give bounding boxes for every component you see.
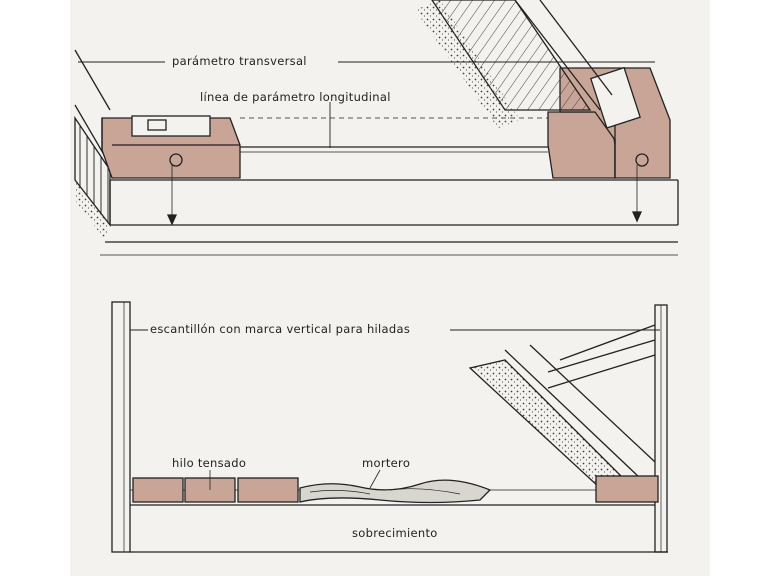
upper-right-edge [539, 0, 613, 96]
top-figure [74, 0, 679, 256]
label-longitudinal-parameter-line: línea de parámetro longitudinal [200, 90, 391, 104]
left-wall-edge [74, 49, 111, 111]
mortar-bed [299, 479, 492, 504]
brick-3 [237, 477, 299, 503]
left-plumb-bob [166, 214, 178, 226]
brace-line [529, 344, 656, 463]
upper-right-gravel [415, 0, 520, 128]
label-mortar: mortero [362, 456, 411, 470]
brick-right [595, 475, 659, 503]
mortar-texture [309, 488, 461, 495]
upper-right-edge [514, 0, 601, 111]
label-footing: sobrecimiento [352, 526, 438, 540]
level-bubble [147, 119, 167, 131]
brace-line [504, 349, 641, 479]
label-gauge-rod: escantillón con marca vertical para hila… [150, 322, 411, 336]
left-plumb-clamp [169, 153, 183, 167]
label-transverse-parameter: parámetro transversal [172, 54, 307, 68]
brace-cross [547, 339, 656, 373]
left-wall-gravel [75, 180, 110, 240]
brick-1 [132, 477, 184, 503]
left-gauge-post [111, 301, 131, 553]
brace-cross [559, 324, 656, 361]
left-spirit-level [131, 115, 211, 137]
label-taut-string: hilo tensado [172, 456, 247, 470]
diagonal-brace [468, 359, 627, 489]
bottom-figure [111, 301, 668, 553]
right-plumb-clamp [635, 153, 649, 167]
brace-cross [547, 354, 656, 389]
right-plumb-bob [631, 211, 643, 223]
leader-mortar [369, 469, 381, 489]
